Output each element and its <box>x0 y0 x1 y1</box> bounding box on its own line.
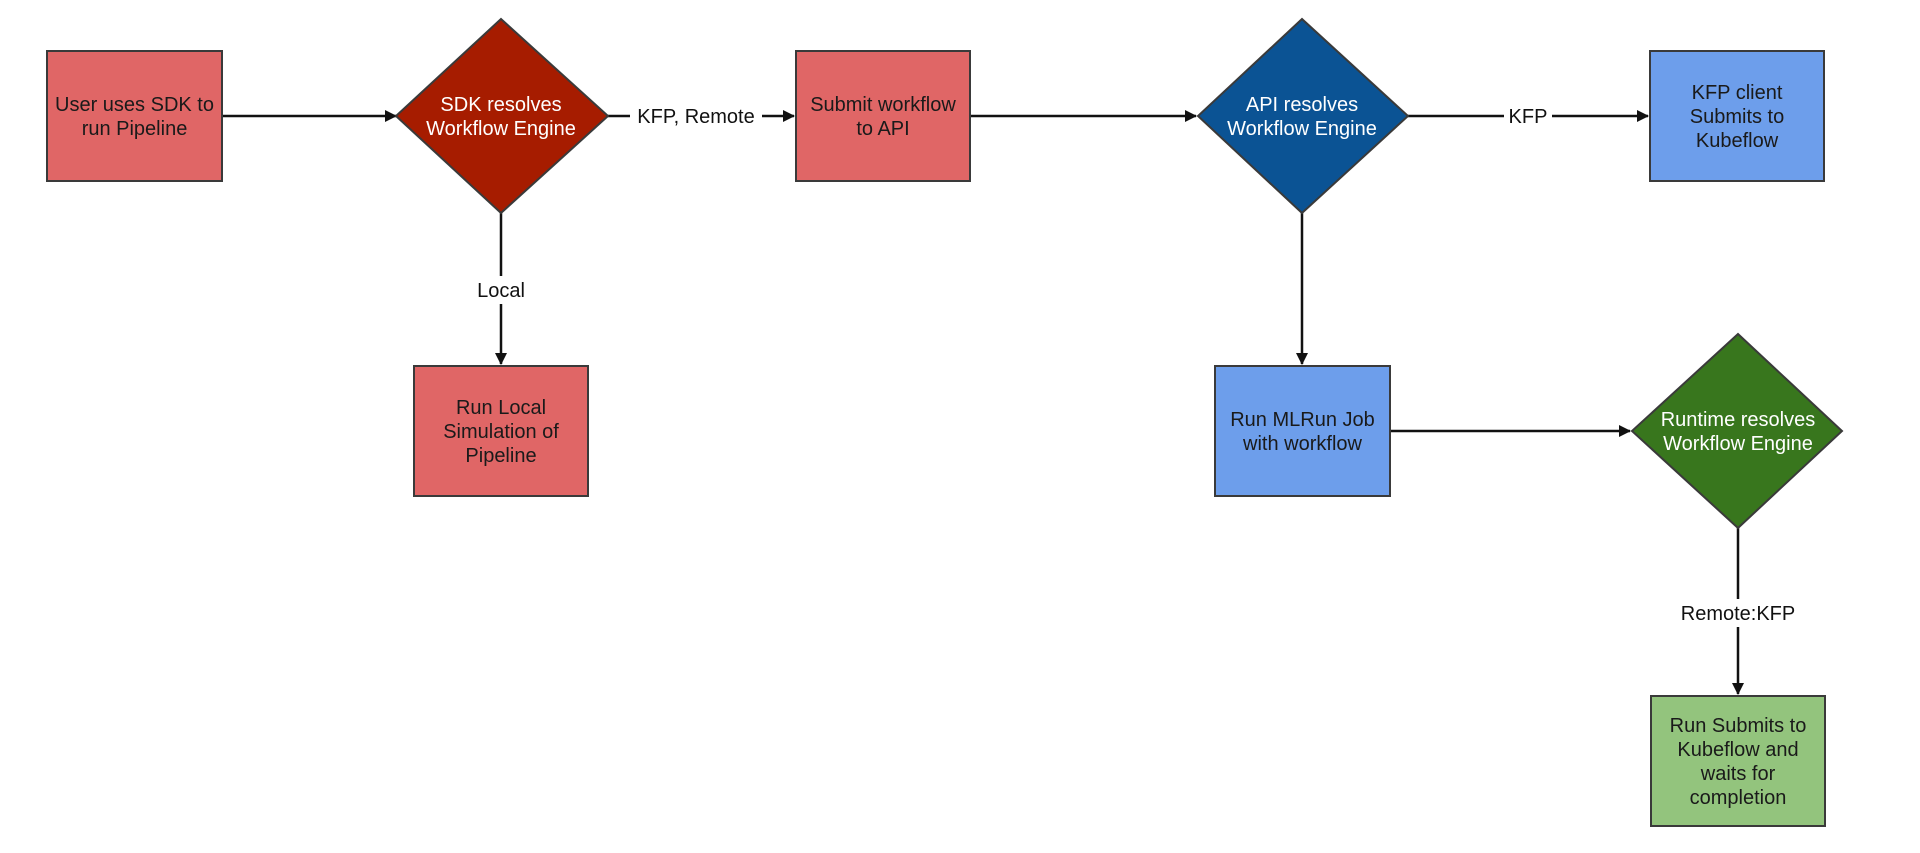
node-label-line: Simulation of <box>443 421 559 443</box>
edge-labels: KFP, Remote Local KFP Remote:KFP <box>470 102 1804 627</box>
node-label-line: Submits to <box>1690 106 1784 128</box>
node-run-submits-box <box>1650 695 1826 827</box>
node-label-line: SDK resolves <box>440 94 561 116</box>
node-user-uses-sdk-box <box>46 50 223 182</box>
node-label-line: run Pipeline <box>82 118 188 140</box>
edge-label-local: Local <box>470 276 532 304</box>
node-label-line: User uses SDK to <box>55 94 214 116</box>
edge-label-kfp: KFP <box>1504 102 1552 130</box>
node-label-line: Workflow Engine <box>426 118 576 140</box>
node-label-line: completion <box>1690 787 1787 809</box>
node-label-line: Run Local <box>456 397 546 419</box>
node-label-line: waits for <box>1700 763 1776 785</box>
node-submit-workflow-box <box>795 50 971 182</box>
node-label-line: to API <box>856 118 909 140</box>
node-kfp-client-box <box>1649 50 1825 182</box>
node-run-local-box <box>413 365 589 497</box>
edge-label-kfp-remote: KFP, Remote <box>630 102 762 130</box>
node-label-line: KFP client <box>1692 82 1783 104</box>
node-label-line: Submit workflow <box>810 94 956 116</box>
node-label-line: Kubeflow and <box>1677 739 1798 761</box>
edge-label-remote-kfp-text: Remote:KFP <box>1681 603 1795 625</box>
node-run-mlrun-box <box>1214 365 1391 497</box>
edge-label-kfp-text: KFP <box>1509 106 1548 128</box>
node-label-line: API resolves <box>1246 94 1358 116</box>
edge-label-remote-kfp: Remote:KFP <box>1672 599 1804 627</box>
node-sdk-resolves-diamond <box>394 17 610 215</box>
node-label-line: Kubeflow <box>1696 130 1779 152</box>
node-label-line: Workflow Engine <box>1663 433 1813 455</box>
node-runtime-resolves-diamond <box>1630 332 1844 530</box>
node-label-line: Run Submits to <box>1670 715 1807 737</box>
node-label-line: Runtime resolves <box>1661 409 1816 431</box>
node-api-resolves-diamond <box>1196 17 1410 215</box>
edge-label-kfp-remote-text: KFP, Remote <box>637 106 754 128</box>
node-label-line: Run MLRun Job <box>1230 409 1375 431</box>
edge-label-local-text: Local <box>477 280 525 302</box>
node-label-line: Workflow Engine <box>1227 118 1377 140</box>
node-label-line: with workflow <box>1242 433 1362 455</box>
node-label-line: Pipeline <box>465 445 536 467</box>
